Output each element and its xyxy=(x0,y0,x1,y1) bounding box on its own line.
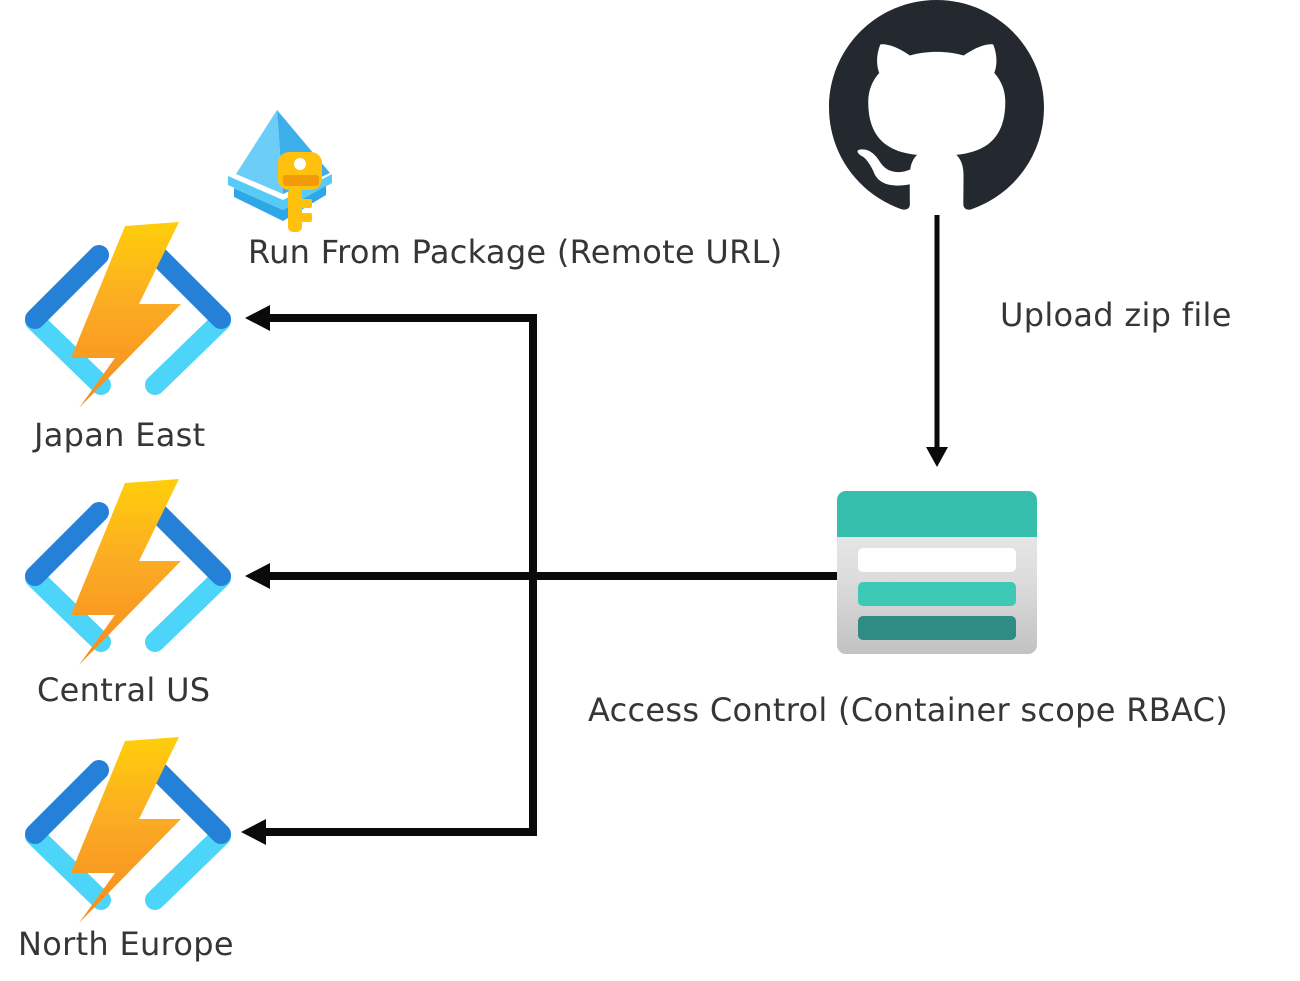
storage-container-node xyxy=(837,491,1037,658)
github-icon xyxy=(829,0,1044,210)
run-from-package-icon xyxy=(228,110,332,232)
region-label-north-europe: North Europe xyxy=(18,925,234,963)
azure-functions-icon xyxy=(16,472,238,672)
access-control-label: Access Control (Container scope RBAC) xyxy=(588,691,1229,729)
upload-zip-label: Upload zip file xyxy=(1000,296,1232,334)
azure-functions-node-central-us xyxy=(16,472,238,676)
azure-functions-icon xyxy=(16,730,238,930)
azure-functions-icon xyxy=(16,215,238,415)
region-label-central-us: Central US xyxy=(37,671,211,709)
region-label-japan-east: Japan East xyxy=(34,416,206,454)
run-from-package-node xyxy=(220,102,338,238)
storage-container-icon xyxy=(837,491,1037,654)
github-node xyxy=(829,0,1044,219)
azure-functions-node-japan-east xyxy=(16,215,238,419)
run-from-package-label: Run From Package (Remote URL) xyxy=(248,233,783,271)
azure-functions-node-north-europe xyxy=(16,730,238,934)
